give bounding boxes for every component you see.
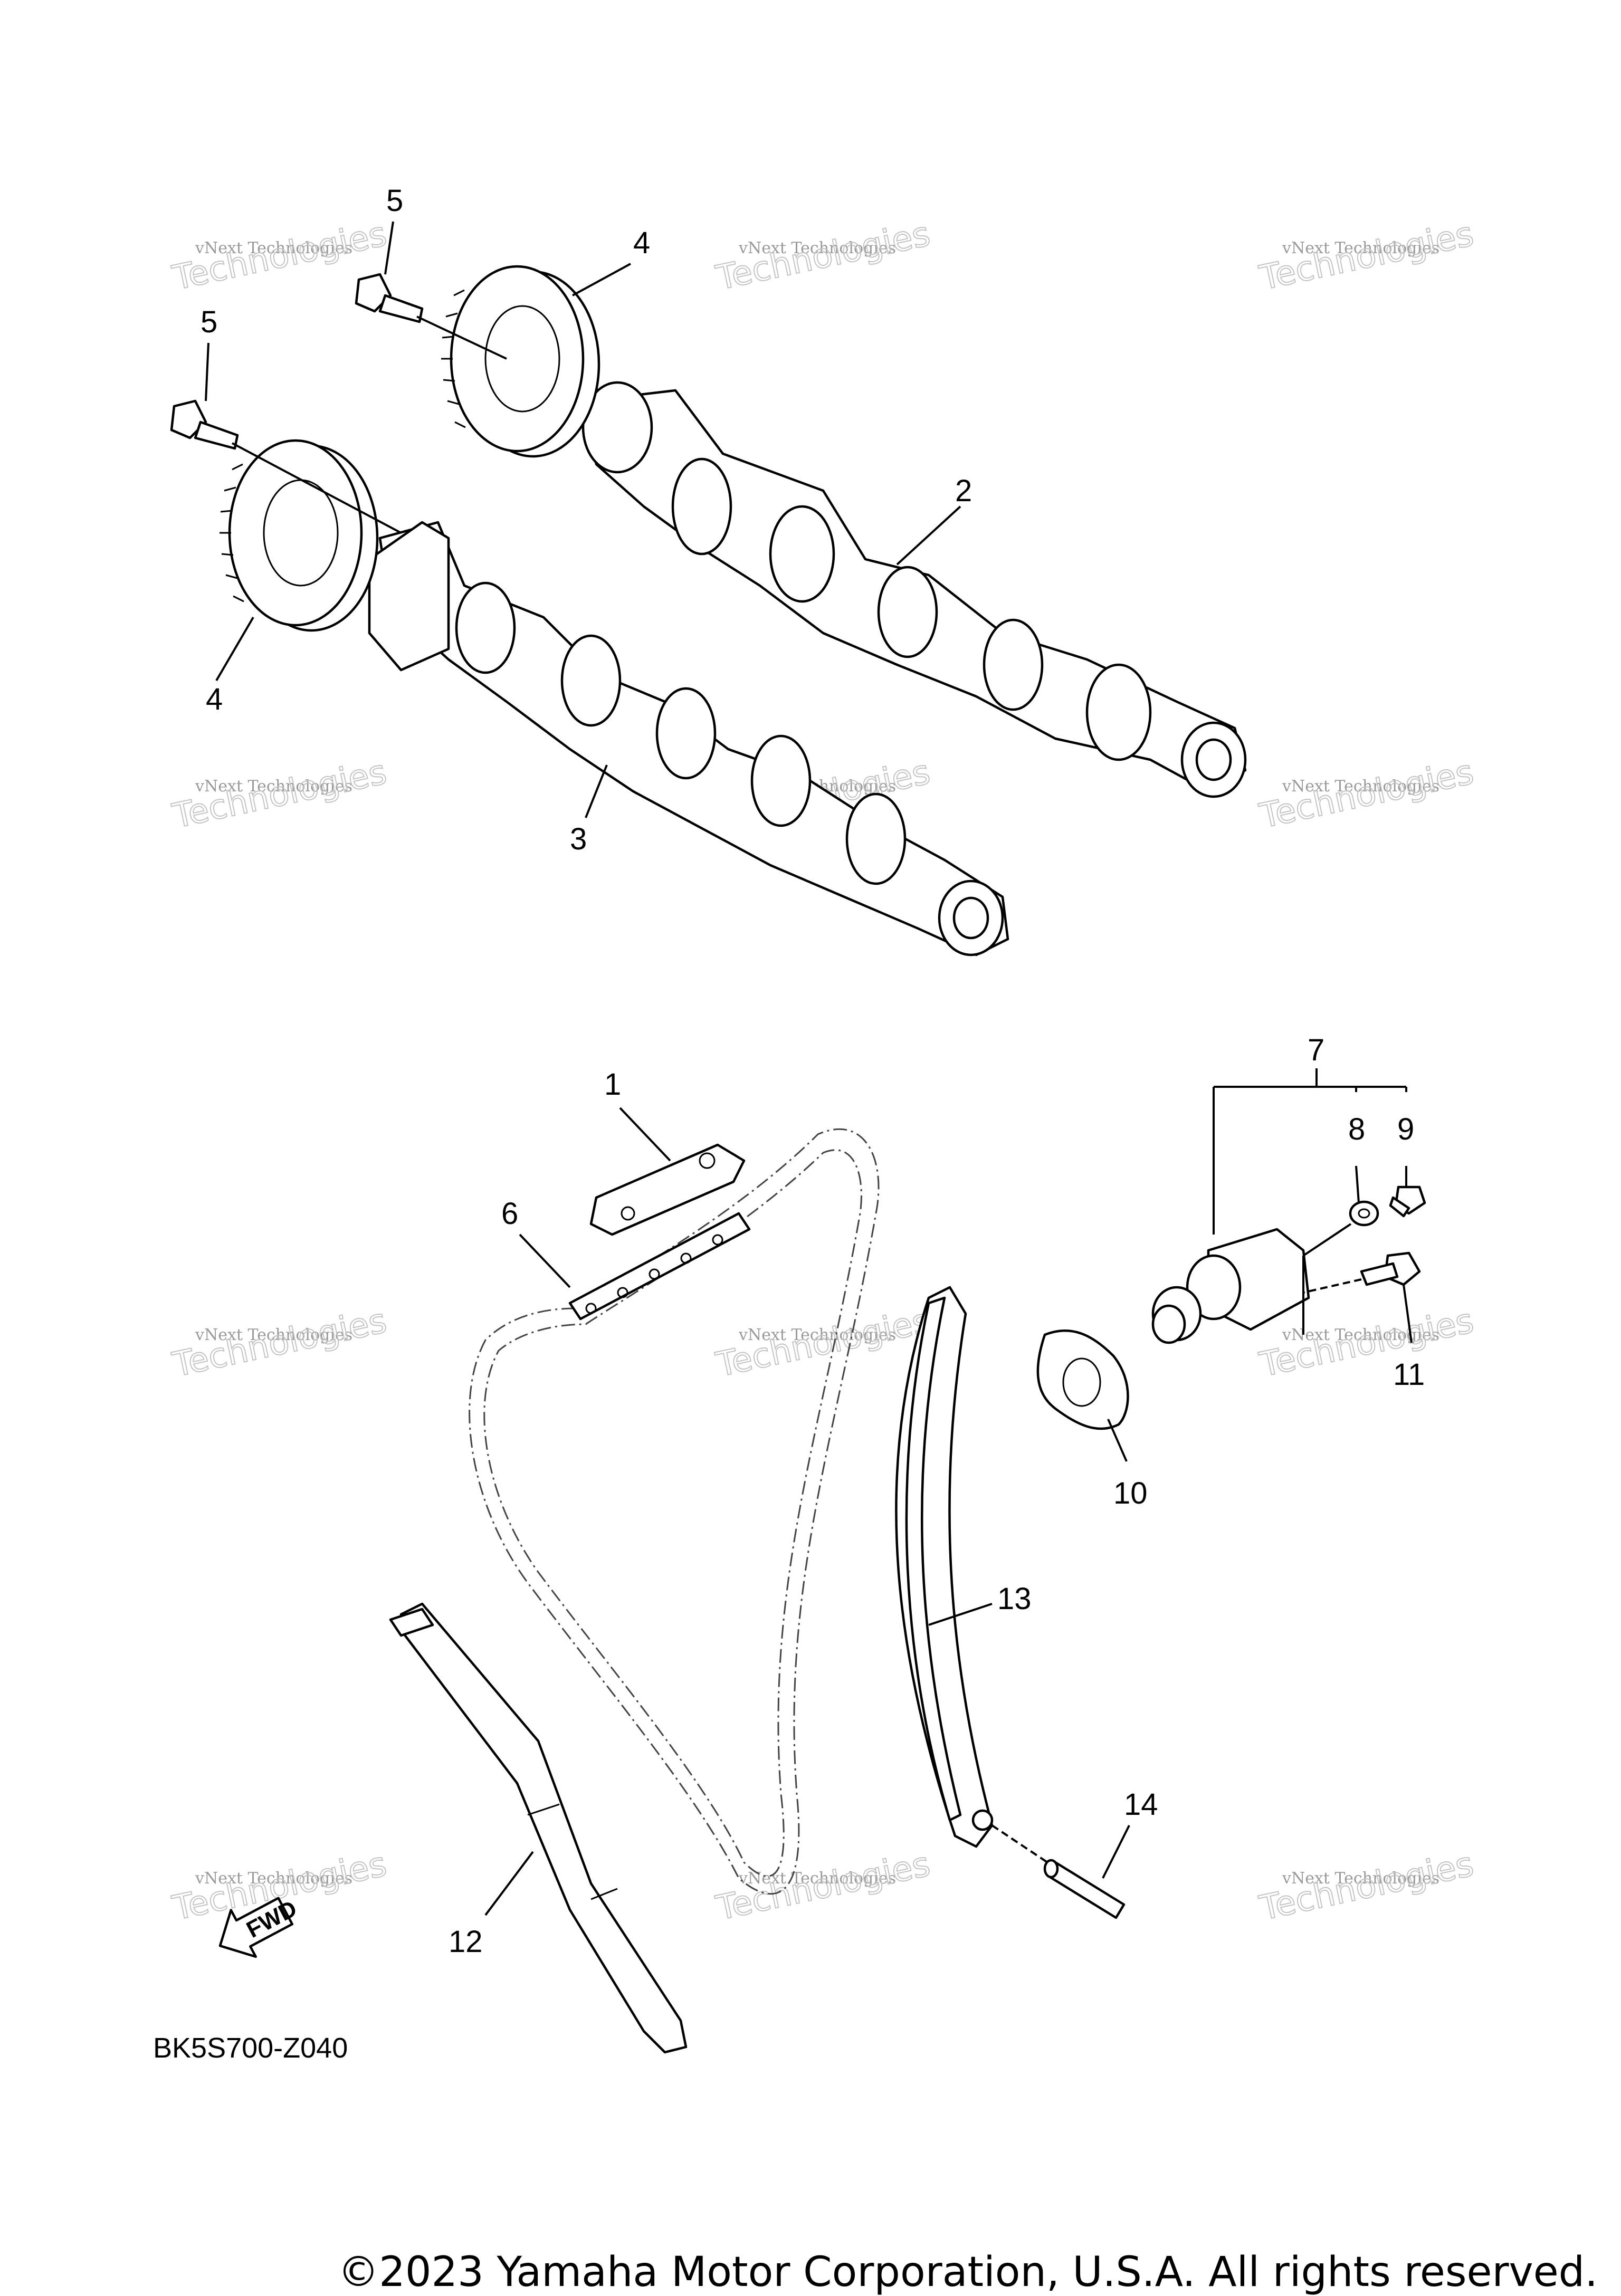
copyright-notice: ©2023 Yamaha Motor Corporation, U.S.A. A… bbox=[338, 2249, 1598, 2296]
callout-1: 1 bbox=[604, 1067, 621, 1102]
watermark-text: vNext Technologies bbox=[1282, 1326, 1439, 1344]
chain-tensioner[interactable] bbox=[1151, 1228, 1310, 1344]
diagram-code: BK5S700-Z040 bbox=[153, 2032, 348, 2064]
watermark-text: vNext Technologies bbox=[195, 1326, 352, 1344]
watermark-group: vNext Technologies Technologies vNext Te… bbox=[169, 214, 1478, 1929]
callout-5-upper: 5 bbox=[386, 184, 403, 218]
callout-2: 2 bbox=[955, 474, 972, 508]
watermark-text: vNext Technologies bbox=[195, 1869, 352, 1888]
watermark-text: Technologies bbox=[1256, 1845, 1477, 1928]
chain-guide-top[interactable] bbox=[589, 1143, 746, 1236]
callout-3: 3 bbox=[570, 822, 587, 856]
camshaft-exhaust[interactable] bbox=[368, 521, 1009, 956]
watermark-text: Technologies bbox=[169, 215, 390, 298]
watermark-text: Technologies bbox=[169, 753, 390, 836]
callout-9: 9 bbox=[1397, 1112, 1414, 1146]
callout-11: 11 bbox=[1393, 1357, 1425, 1392]
timing-chain[interactable] bbox=[469, 1128, 880, 1895]
leader-lines bbox=[205, 221, 1413, 1916]
callout-6: 6 bbox=[501, 1197, 518, 1231]
watermark-text: vNext Technologies bbox=[195, 777, 352, 796]
callout-12: 12 bbox=[449, 1925, 483, 1959]
watermark-text: Technologies bbox=[713, 1302, 934, 1385]
watermark-text: Technologies bbox=[1256, 753, 1477, 836]
tensioner-mount-bolt[interactable] bbox=[1303, 1251, 1421, 1294]
watermark-text: vNext Technologies bbox=[1282, 239, 1439, 257]
tensioner-gasket[interactable] bbox=[1036, 1329, 1129, 1430]
cam-sprocket-upper[interactable] bbox=[441, 265, 600, 458]
sprocket-bolt-lower[interactable] bbox=[170, 399, 402, 534]
callout-4-lower: 4 bbox=[206, 682, 223, 716]
callout-labels: 5 5 4 2 4 3 7 1 8 9 6 11 10 13 14 12 bbox=[201, 184, 1425, 1959]
watermark-text: Technologies bbox=[1256, 215, 1477, 298]
tensioner-guide[interactable] bbox=[895, 1286, 994, 1848]
callout-7: 7 bbox=[1308, 1033, 1324, 1067]
guide-pin[interactable] bbox=[991, 1824, 1126, 1919]
watermark-text: vNext Technologies bbox=[738, 239, 896, 257]
callout-8: 8 bbox=[1348, 1112, 1365, 1146]
sprocket-bolt-upper[interactable] bbox=[355, 273, 507, 360]
watermark-text: Technologies bbox=[169, 1302, 390, 1385]
watermark-text: vNext Technologies bbox=[1282, 1869, 1439, 1888]
callout-4-upper: 4 bbox=[633, 226, 650, 260]
watermark-text: Technologies bbox=[1256, 1302, 1477, 1385]
watermark-text: vNext Technologies bbox=[1282, 777, 1439, 796]
callout-13: 13 bbox=[997, 1582, 1032, 1616]
callout-10: 10 bbox=[1113, 1476, 1148, 1510]
watermark-text: vNext Technologies bbox=[738, 1869, 896, 1888]
chain-guide-fixed[interactable] bbox=[389, 1602, 688, 2054]
watermark-text: Technologies bbox=[713, 1845, 934, 1928]
tensioner-cap-bolt[interactable] bbox=[1389, 1185, 1426, 1218]
watermark-text: vNext Technologies bbox=[738, 1326, 896, 1344]
callout-14: 14 bbox=[1124, 1787, 1158, 1822]
watermark-text: Technologies bbox=[713, 215, 934, 298]
camshaft-intake[interactable] bbox=[581, 381, 1247, 798]
watermark-text: vNext Technologies bbox=[195, 239, 352, 257]
tensioner-washer[interactable] bbox=[1349, 1200, 1379, 1227]
cam-sprocket-lower[interactable] bbox=[220, 439, 379, 632]
callout-5-lower: 5 bbox=[201, 305, 217, 339]
